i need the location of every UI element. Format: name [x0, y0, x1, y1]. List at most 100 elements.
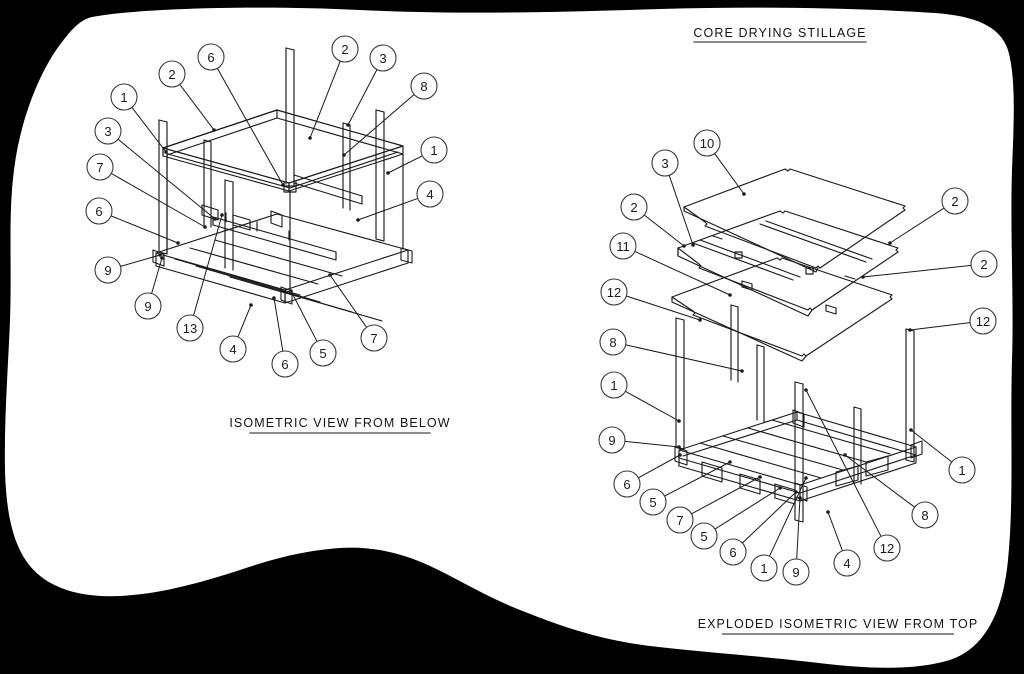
balloon-callout-2[interactable]: 2 [888, 187, 969, 245]
balloon-circle[interactable] [639, 488, 667, 516]
balloon-circle[interactable] [719, 538, 747, 566]
balloon-callout-6[interactable]: 6 [85, 197, 180, 245]
leader-arrow-dot [328, 273, 332, 277]
balloon-callout-1[interactable]: 1 [909, 428, 976, 484]
balloon-circle[interactable] [134, 292, 162, 320]
balloon-circle[interactable] [360, 324, 388, 352]
balloon-callout-3[interactable]: 3 [346, 44, 397, 127]
balloon-callout-9[interactable]: 9 [94, 253, 162, 284]
balloon-callout-12[interactable]: 12 [600, 278, 702, 322]
balloon-circle[interactable] [911, 501, 939, 529]
balloon-callout-2[interactable]: 2 [620, 193, 686, 248]
leader-line [117, 138, 216, 220]
balloon-circle[interactable] [620, 193, 648, 221]
balloon-callout-8[interactable]: 8 [599, 328, 744, 373]
leader-arrow-dot [826, 510, 830, 514]
leader-line [273, 297, 284, 352]
balloon-callout-6[interactable]: 6 [197, 43, 285, 187]
balloon-callout-9[interactable]: 9 [134, 256, 164, 320]
balloon-callout-1[interactable]: 1 [110, 83, 168, 154]
balloon-circle[interactable] [176, 314, 204, 342]
balloon-circle[interactable] [666, 506, 694, 534]
balloon-circle[interactable] [750, 554, 778, 582]
balloon-callout-12[interactable]: 12 [804, 388, 901, 562]
balloon-circle[interactable] [197, 43, 225, 71]
leader-line [634, 250, 731, 296]
balloon-circle[interactable] [782, 558, 810, 586]
balloon-circle[interactable] [599, 328, 627, 356]
balloon-circle[interactable] [969, 307, 997, 335]
balloon-circle[interactable] [420, 136, 448, 164]
balloon-circle[interactable] [416, 180, 444, 208]
balloon-callout-2[interactable]: 2 [308, 35, 359, 140]
balloon-circle[interactable] [693, 129, 721, 157]
balloon-number: 1 [430, 143, 437, 158]
balloon-circle[interactable] [309, 339, 337, 367]
balloon-callout-4[interactable]: 4 [826, 510, 861, 577]
balloon-circle[interactable] [690, 522, 718, 550]
balloon-circle[interactable] [369, 44, 397, 72]
balloon-number: 1 [610, 378, 617, 393]
balloon-circle[interactable] [970, 250, 998, 278]
balloon-circle[interactable] [833, 549, 861, 577]
balloon-callout-2[interactable]: 2 [861, 250, 998, 279]
leader-line [237, 304, 252, 338]
balloon-callout-7[interactable]: 7 [666, 475, 762, 534]
balloon-callout-8[interactable]: 8 [843, 453, 939, 529]
balloon-callout-5[interactable]: 5 [639, 460, 732, 516]
balloon-circle[interactable] [873, 534, 901, 562]
balloon-circle[interactable] [158, 60, 186, 88]
balloon-callout-9[interactable]: 9 [598, 426, 681, 454]
balloon-callout-10[interactable]: 10 [693, 129, 746, 196]
balloon-number: 11 [616, 239, 630, 254]
drawing-title: CORE DRYING STILLAGE [693, 26, 866, 40]
balloon-circle[interactable] [600, 278, 628, 306]
balloon-circle[interactable] [271, 350, 299, 378]
balloon-circle[interactable] [609, 232, 637, 260]
balloon-callout-1[interactable]: 1 [750, 476, 808, 582]
balloon-callout-2[interactable]: 2 [158, 60, 216, 132]
balloon-callout-8[interactable]: 8 [342, 72, 438, 157]
leader-arrow-dot [778, 486, 782, 490]
balloon-callout-13[interactable]: 13 [176, 213, 224, 342]
balloon-circle[interactable] [94, 256, 122, 284]
leader-line [714, 487, 781, 530]
balloon-callout-3[interactable]: 3 [94, 117, 217, 221]
balloon-circle[interactable] [86, 153, 114, 181]
balloon-callout-7[interactable]: 7 [328, 273, 388, 352]
balloon-number: 12 [880, 541, 894, 556]
balloon-circle[interactable] [219, 335, 247, 363]
balloon-circle[interactable] [410, 72, 438, 100]
balloon-circle[interactable] [651, 149, 679, 177]
balloon-circle[interactable] [600, 371, 628, 399]
balloon-circle[interactable] [110, 83, 138, 111]
balloon-circle[interactable] [598, 426, 626, 454]
balloon-callout-6[interactable]: 6 [271, 296, 299, 378]
leader-arrow-dot [804, 388, 808, 392]
balloon-callout-4[interactable]: 4 [219, 303, 253, 363]
balloon-callout-11[interactable]: 11 [609, 232, 732, 297]
balloon-circle[interactable] [94, 117, 122, 145]
leader-arrow-dot [249, 303, 253, 307]
balloon-callout-5[interactable]: 5 [690, 486, 782, 550]
balloon-circle[interactable] [948, 456, 976, 484]
balloon-callout-4[interactable]: 4 [356, 180, 444, 222]
balloon-number: 1 [760, 561, 767, 576]
balloon-number: 5 [649, 495, 656, 510]
balloon-circle[interactable] [331, 35, 359, 63]
balloon-callout-6[interactable]: 6 [613, 453, 682, 498]
leader-line [691, 476, 761, 515]
isometric-below-geometry [152, 47, 413, 322]
leader-arrow-dot [742, 192, 746, 196]
balloon-callout-9[interactable]: 9 [782, 496, 810, 586]
balloon-callout-1[interactable]: 1 [600, 371, 681, 423]
balloon-circle[interactable] [613, 470, 641, 498]
balloon-circle[interactable] [941, 187, 969, 215]
balloon-callout-1[interactable]: 1 [386, 136, 448, 175]
balloon-callout-5[interactable]: 5 [289, 289, 337, 367]
balloon-callout-3[interactable]: 3 [651, 149, 695, 247]
balloon-circle[interactable] [85, 197, 113, 225]
balloon-callout-12[interactable]: 12 [908, 307, 997, 335]
balloon-callout-7[interactable]: 7 [86, 153, 207, 229]
balloon-callout-6[interactable]: 6 [719, 490, 798, 566]
